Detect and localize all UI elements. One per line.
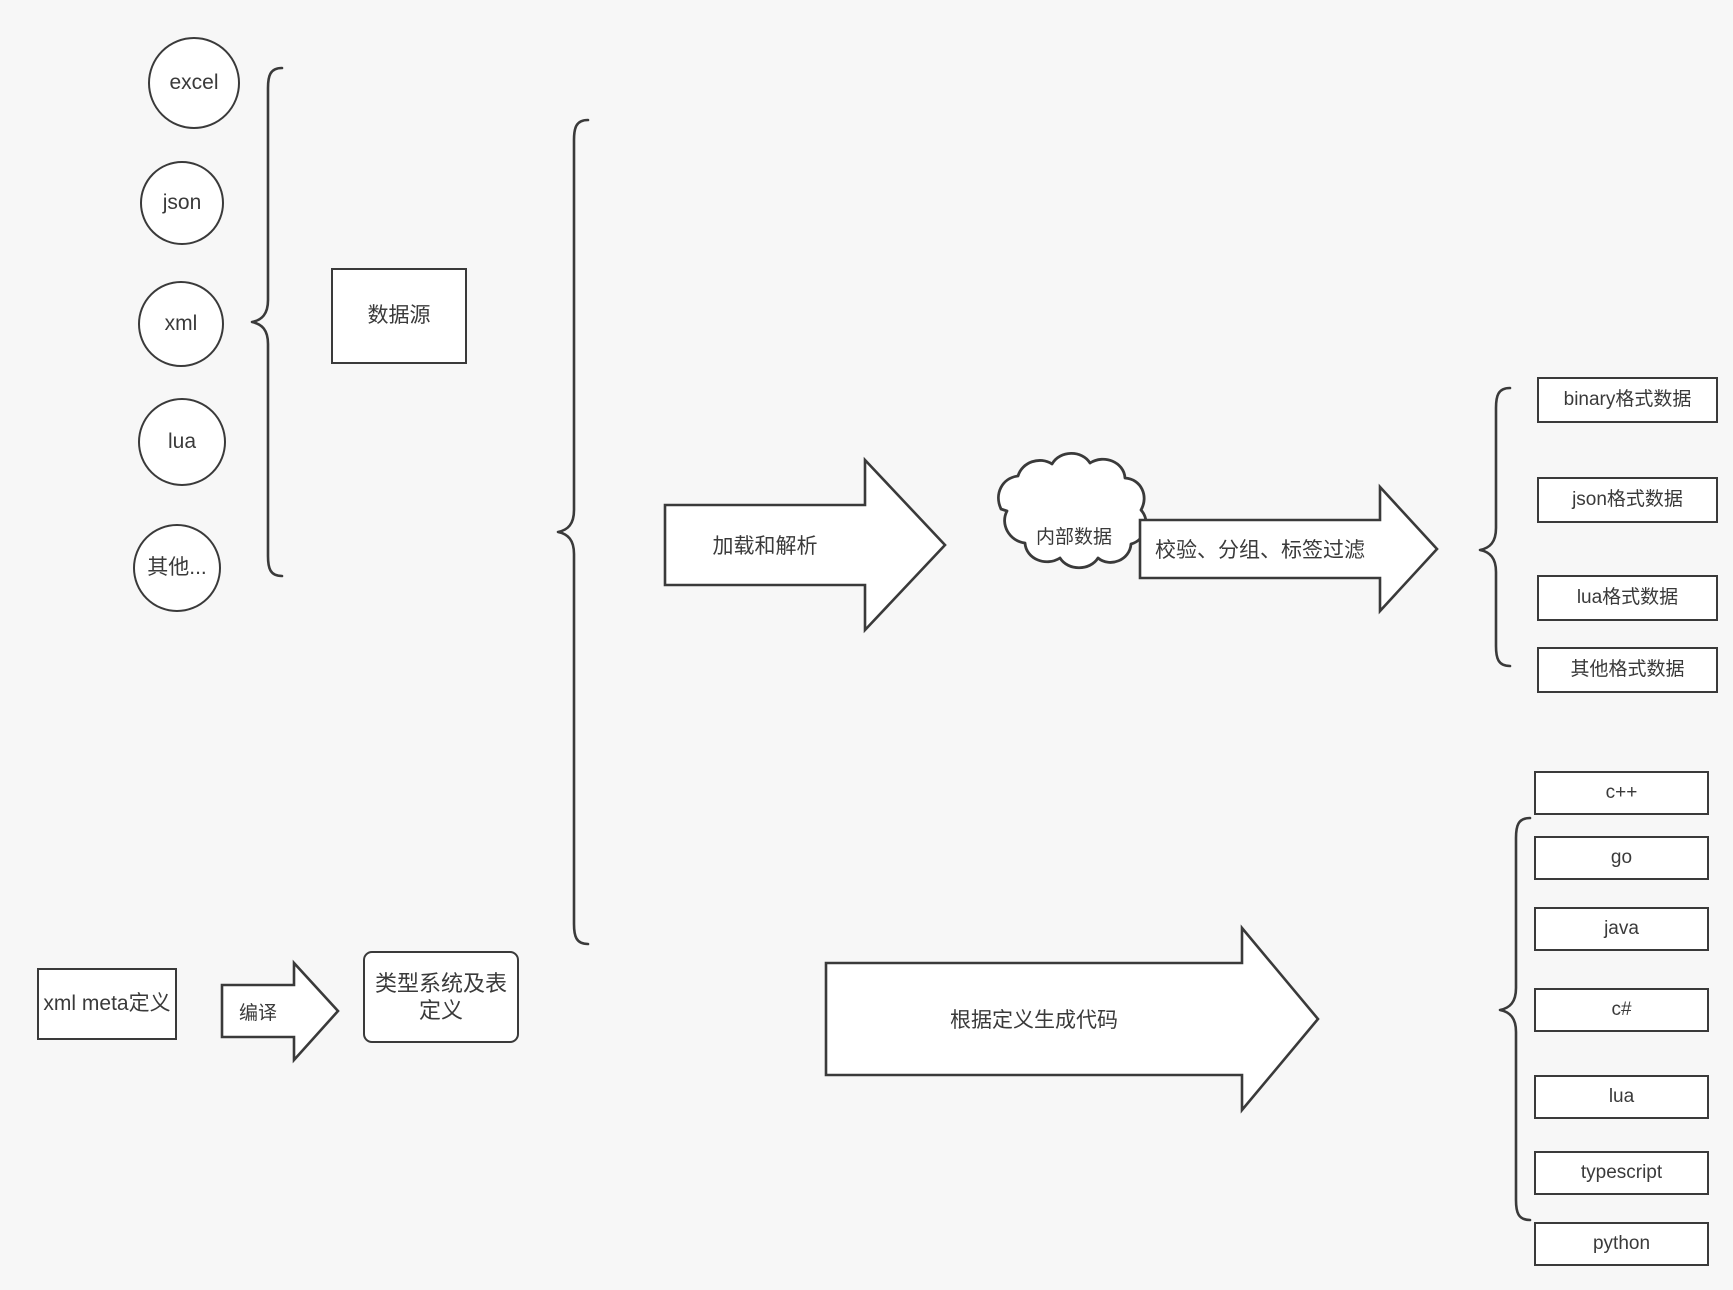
format-label: 其他格式数据 bbox=[1570, 659, 1685, 681]
format-box-binary[interactable]: binary格式数据 bbox=[1537, 377, 1718, 423]
inputs-brace bbox=[556, 118, 590, 946]
language-label: c++ bbox=[1605, 782, 1638, 804]
internal-data-cloud bbox=[997, 451, 1148, 570]
language-label: go bbox=[1610, 847, 1633, 869]
language-box-cpp[interactable]: c++ bbox=[1534, 771, 1709, 815]
language-box-go[interactable]: go bbox=[1534, 836, 1709, 880]
source-node-json[interactable]: json bbox=[140, 161, 224, 245]
language-label: typescript bbox=[1580, 1162, 1663, 1184]
source-label: lua bbox=[167, 429, 197, 453]
language-label: python bbox=[1592, 1233, 1651, 1255]
source-label: excel bbox=[169, 70, 219, 94]
filter-arrow bbox=[1138, 483, 1439, 615]
format-box-other[interactable]: 其他格式数据 bbox=[1537, 647, 1718, 693]
compile-arrow-label: 编译 bbox=[238, 1002, 277, 1024]
format-label: lua格式数据 bbox=[1576, 587, 1679, 609]
source-label: json bbox=[162, 190, 202, 214]
source-node-other[interactable]: 其他... bbox=[133, 524, 221, 612]
codegen-arrow-label: 根据定义生成代码 bbox=[950, 1009, 1118, 1032]
language-box-python[interactable]: python bbox=[1534, 1222, 1709, 1266]
language-box-java[interactable]: java bbox=[1534, 907, 1709, 951]
source-node-excel[interactable]: excel bbox=[148, 37, 240, 129]
xml-meta-box[interactable]: xml meta定义 bbox=[37, 968, 177, 1040]
language-label: lua bbox=[1608, 1086, 1635, 1108]
source-label: 其他... bbox=[147, 555, 207, 579]
internal-data-cloud-label: 内部数据 bbox=[1035, 526, 1112, 548]
data-source-label: 数据源 bbox=[367, 303, 431, 327]
language-label: java bbox=[1604, 918, 1639, 940]
sources-brace bbox=[250, 66, 284, 578]
languages-brace bbox=[1498, 816, 1532, 1222]
language-box-lua[interactable]: lua bbox=[1534, 1075, 1709, 1119]
type-system-label: 类型系统及表定义 bbox=[375, 970, 508, 1024]
type-system-box[interactable]: 类型系统及表定义 bbox=[363, 951, 519, 1043]
format-box-lua[interactable]: lua格式数据 bbox=[1537, 575, 1718, 621]
load-parse-arrow-label: 加载和解析 bbox=[712, 535, 818, 558]
source-label: xml bbox=[164, 311, 198, 335]
language-box-typescript[interactable]: typescript bbox=[1534, 1151, 1709, 1195]
source-node-xml[interactable]: xml bbox=[138, 281, 224, 367]
xml-meta-label: xml meta定义 bbox=[43, 991, 171, 1015]
source-node-lua[interactable]: lua bbox=[138, 398, 226, 486]
filter-arrow-label: 校验、分组、标签过滤 bbox=[1155, 539, 1365, 562]
compile-arrow bbox=[220, 959, 340, 1064]
formats-brace bbox=[1478, 386, 1512, 668]
language-label: c# bbox=[1611, 999, 1632, 1021]
data-source-box[interactable]: 数据源 bbox=[331, 268, 467, 364]
format-box-json[interactable]: json格式数据 bbox=[1537, 477, 1718, 523]
codegen-arrow bbox=[824, 924, 1320, 1114]
format-label: json格式数据 bbox=[1572, 489, 1683, 511]
language-box-csharp[interactable]: c# bbox=[1534, 988, 1709, 1032]
format-label: binary格式数据 bbox=[1563, 389, 1692, 411]
load-parse-arrow bbox=[663, 456, 947, 634]
